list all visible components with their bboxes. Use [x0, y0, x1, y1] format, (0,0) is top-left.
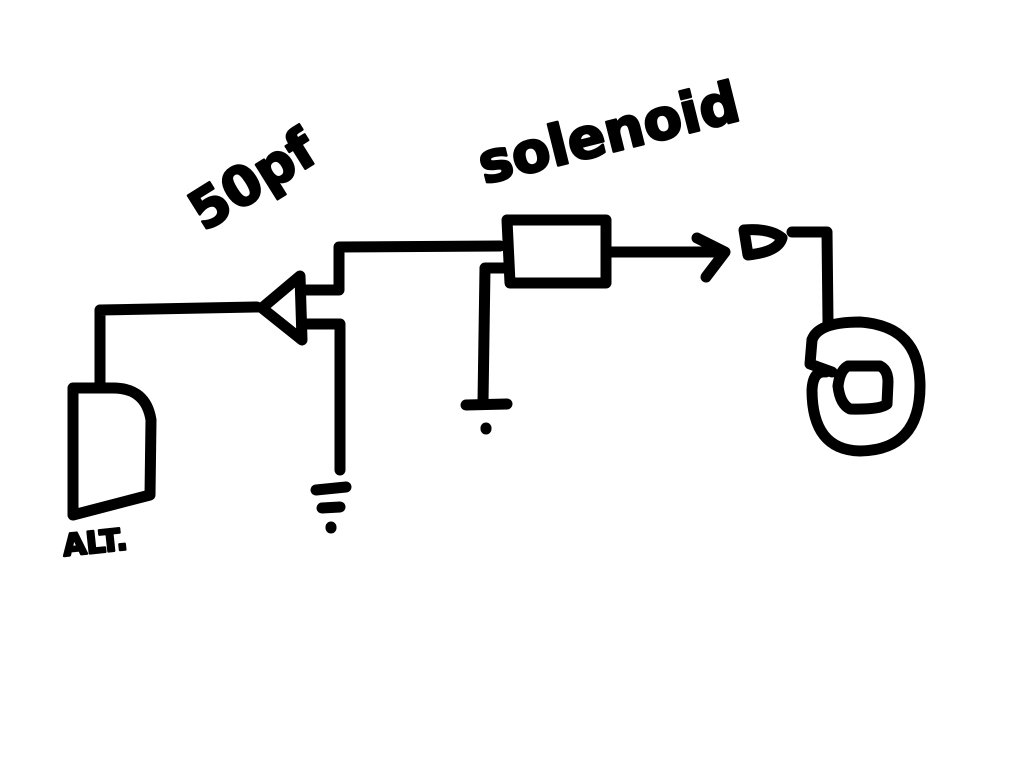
wire-alternator-to-capacitor — [94, 301, 263, 389]
wire-terminal-to-starter — [786, 226, 834, 328]
starter-motor-inner-icon — [832, 360, 894, 415]
solenoid-ground-icon — [460, 398, 513, 435]
terminal-contact-symbol — [738, 224, 788, 261]
alternator-symbol — [67, 382, 157, 521]
alternator-label: ALT. — [61, 522, 129, 564]
arrow-head-icon — [691, 232, 731, 283]
starter-motor-outer-icon — [806, 316, 926, 457]
capacitor-symbol — [256, 270, 308, 346]
solenoid-label: solenoid — [472, 70, 746, 198]
solenoid-symbol — [501, 214, 612, 289]
wire-capacitor-to-ground — [297, 318, 346, 476]
wire-solenoid-to-ground — [477, 262, 513, 408]
starter-motor-link — [804, 334, 838, 378]
capacitor-ground-icon — [310, 481, 352, 534]
wire-capacitor-to-solenoid — [297, 240, 506, 296]
capacitor-label: 50pf — [178, 117, 328, 243]
